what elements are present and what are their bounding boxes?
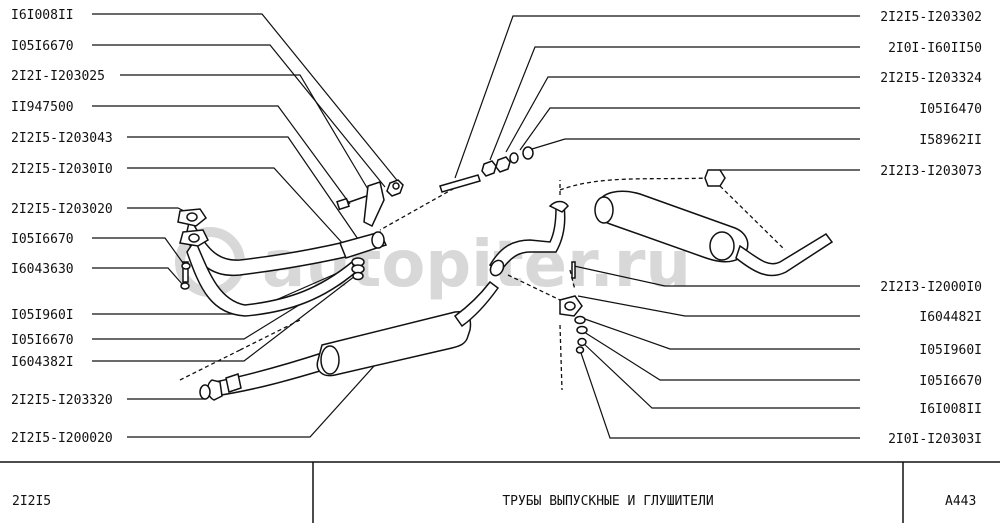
sheet-number: A443 — [945, 494, 976, 509]
callout-right-9[interactable]: I05I960I — [919, 343, 982, 358]
callout-left-7[interactable]: 2I2I5-I203020 — [11, 202, 113, 217]
assembly-lines — [179, 177, 711, 391]
callout-left-10[interactable]: I05I960I — [11, 308, 74, 323]
rear-flange — [559, 261, 588, 354]
callout-left-11[interactable]: I05I6670 — [11, 333, 74, 348]
drawing-title: ТРУБЫ ВЫПУСКНЫЕ И ГЛУШИТЕЛИ — [502, 494, 713, 509]
callout-right-11[interactable]: I6I008II — [919, 402, 982, 417]
callout-left-13[interactable]: 2I2I5-I203320 — [11, 393, 113, 408]
callout-left-2[interactable]: I05I6670 — [11, 39, 74, 54]
callout-right-4[interactable]: I05I6470 — [919, 102, 982, 117]
callout-left-14[interactable]: 2I2I5-I200020 — [11, 431, 113, 446]
leader-lines — [92, 13, 860, 439]
front-fasteners — [180, 179, 404, 290]
callout-right-1[interactable]: 2I2I5-I203302 — [880, 10, 982, 25]
left-callouts: I6I008II I05I6670 2I2I-I203025 II947500 … — [11, 8, 113, 446]
right-callouts: 2I2I5-I203302 2I0I-I60II50 2I2I5-I203324… — [880, 10, 982, 447]
callout-right-6[interactable]: 2I2I3-I203073 — [880, 164, 982, 179]
title-block: 2I2I5 ТРУБЫ ВЫПУСКНЫЕ И ГЛУШИТЕЛИ A443 — [0, 461, 1000, 523]
callout-left-3[interactable]: 2I2I-I203025 — [11, 69, 105, 84]
callout-left-8[interactable]: I05I6670 — [11, 232, 74, 247]
callout-left-5[interactable]: 2I2I5-I203043 — [11, 131, 113, 146]
intermediate-pipe-resonator — [199, 280, 500, 401]
callout-right-5[interactable]: I58962II — [919, 133, 982, 148]
callout-left-4[interactable]: II947500 — [11, 100, 74, 115]
callout-left-12[interactable]: I604382I — [11, 355, 74, 370]
callout-left-9[interactable]: I6043630 — [11, 262, 74, 277]
exhaust-parts — [177, 146, 834, 401]
callout-right-2[interactable]: 2I0I-I60II50 — [888, 41, 982, 56]
callout-right-3[interactable]: 2I2I5-I203324 — [880, 71, 982, 86]
callout-right-8[interactable]: I604482I — [919, 310, 982, 325]
rear-muffler — [594, 169, 834, 277]
callout-right-12[interactable]: 2I0I-I20303I — [888, 432, 982, 447]
callout-right-10[interactable]: I05I6670 — [919, 374, 982, 389]
callout-left-6[interactable]: 2I2I5-I2030I0 — [11, 162, 113, 177]
rear-top-fasteners — [439, 146, 534, 193]
connecting-pipe — [489, 200, 569, 277]
callout-right-7[interactable]: 2I2I3-I2000I0 — [880, 280, 982, 295]
model-code: 2I2I5 — [12, 494, 51, 509]
watermark-text: autopiter.ru — [262, 228, 691, 302]
callout-left-1[interactable]: I6I008II — [11, 8, 74, 23]
front-pipe — [177, 208, 388, 317]
